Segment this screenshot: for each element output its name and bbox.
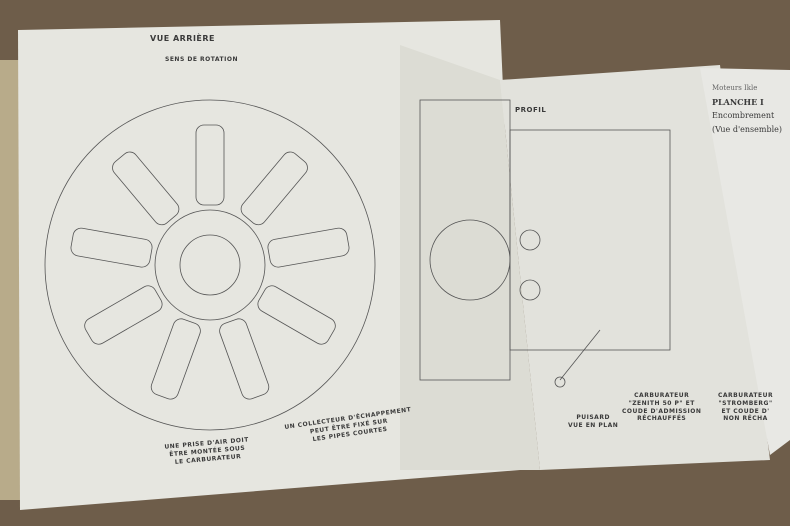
plate-number: PLANCHE I [712,97,764,107]
cylinder [195,124,225,206]
profile-title: PROFIL [515,106,547,114]
left-page [18,20,520,510]
cylinder [219,318,270,400]
cylinder [257,285,336,345]
cylinder [70,227,153,268]
sump-label: PUISARD VUE EN PLAN [568,414,619,429]
plate-header: Moteurs Ikle [712,84,758,92]
cylinder [240,151,308,226]
stromberg-carb-label: CARBURATEUR "STROMBERG" ET COUDE D' NON … [718,392,774,423]
plate-subtitle-2: (Vue d'ensemble) [712,125,782,134]
cylinder [150,318,201,400]
plate-subtitle: Encombrement [712,111,775,120]
fold-page [400,45,540,470]
middle-page [500,65,770,470]
rotation-label: SENS DE ROTATION [165,56,238,63]
cylinder [267,227,350,268]
profile-drawing [419,99,671,388]
zenith-carb-label: CARBURATEUR "ZENITH 50 P" ET COUDE D'ADM… [622,392,702,423]
right-page [700,68,790,455]
rear-view-title: VUE ARRIÈRE [150,34,216,43]
cylinder [84,285,163,345]
radial-engine-rear-view [44,99,376,431]
cylinder [112,151,180,226]
